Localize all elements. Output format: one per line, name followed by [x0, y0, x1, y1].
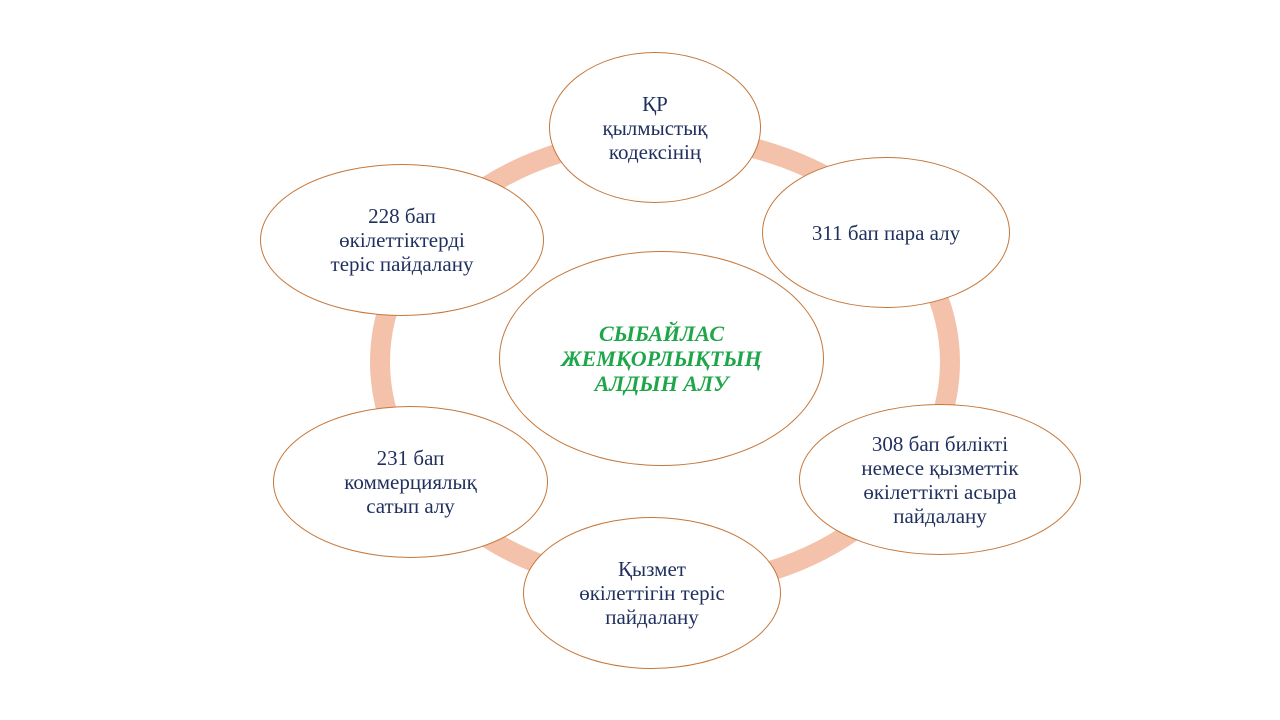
- node-criminal-code-label: ҚР қылмыстық кодексінің: [602, 91, 708, 164]
- node-abuse-of-office-label: Қызмет өкілеттігін теріс пайдалану: [579, 557, 725, 629]
- node-article-231: 231 бап коммерциялық сатып алу: [273, 406, 548, 558]
- center-node: СЫБАЙЛАС ЖЕМҚОРЛЫҚТЫҢ АЛДЫН АЛУ: [499, 251, 824, 466]
- node-abuse-of-office: Қызмет өкілеттігін теріс пайдалану: [523, 517, 781, 669]
- node-article-228: 228 бап өкілеттіктерді теріс пайдалану: [260, 164, 544, 316]
- node-criminal-code: ҚР қылмыстық кодексінің: [549, 52, 761, 203]
- node-article-228-label: 228 бап өкілеттіктерді теріс пайдалану: [330, 204, 474, 276]
- node-article-311-label: 311 бап пара алу: [811, 220, 961, 245]
- node-article-231-label: 231 бап коммерциялық сатып алу: [344, 446, 477, 518]
- node-article-308: 308 бап билікті немесе қызметтік өкілетт…: [799, 404, 1081, 555]
- node-article-311: 311 бап пара алу: [762, 157, 1010, 308]
- center-node-label: СЫБАЙЛАС ЖЕМҚОРЛЫҚТЫҢ АЛДЫН АЛУ: [561, 321, 762, 396]
- node-article-308-label: 308 бап билікті немесе қызметтік өкілетт…: [861, 431, 1019, 528]
